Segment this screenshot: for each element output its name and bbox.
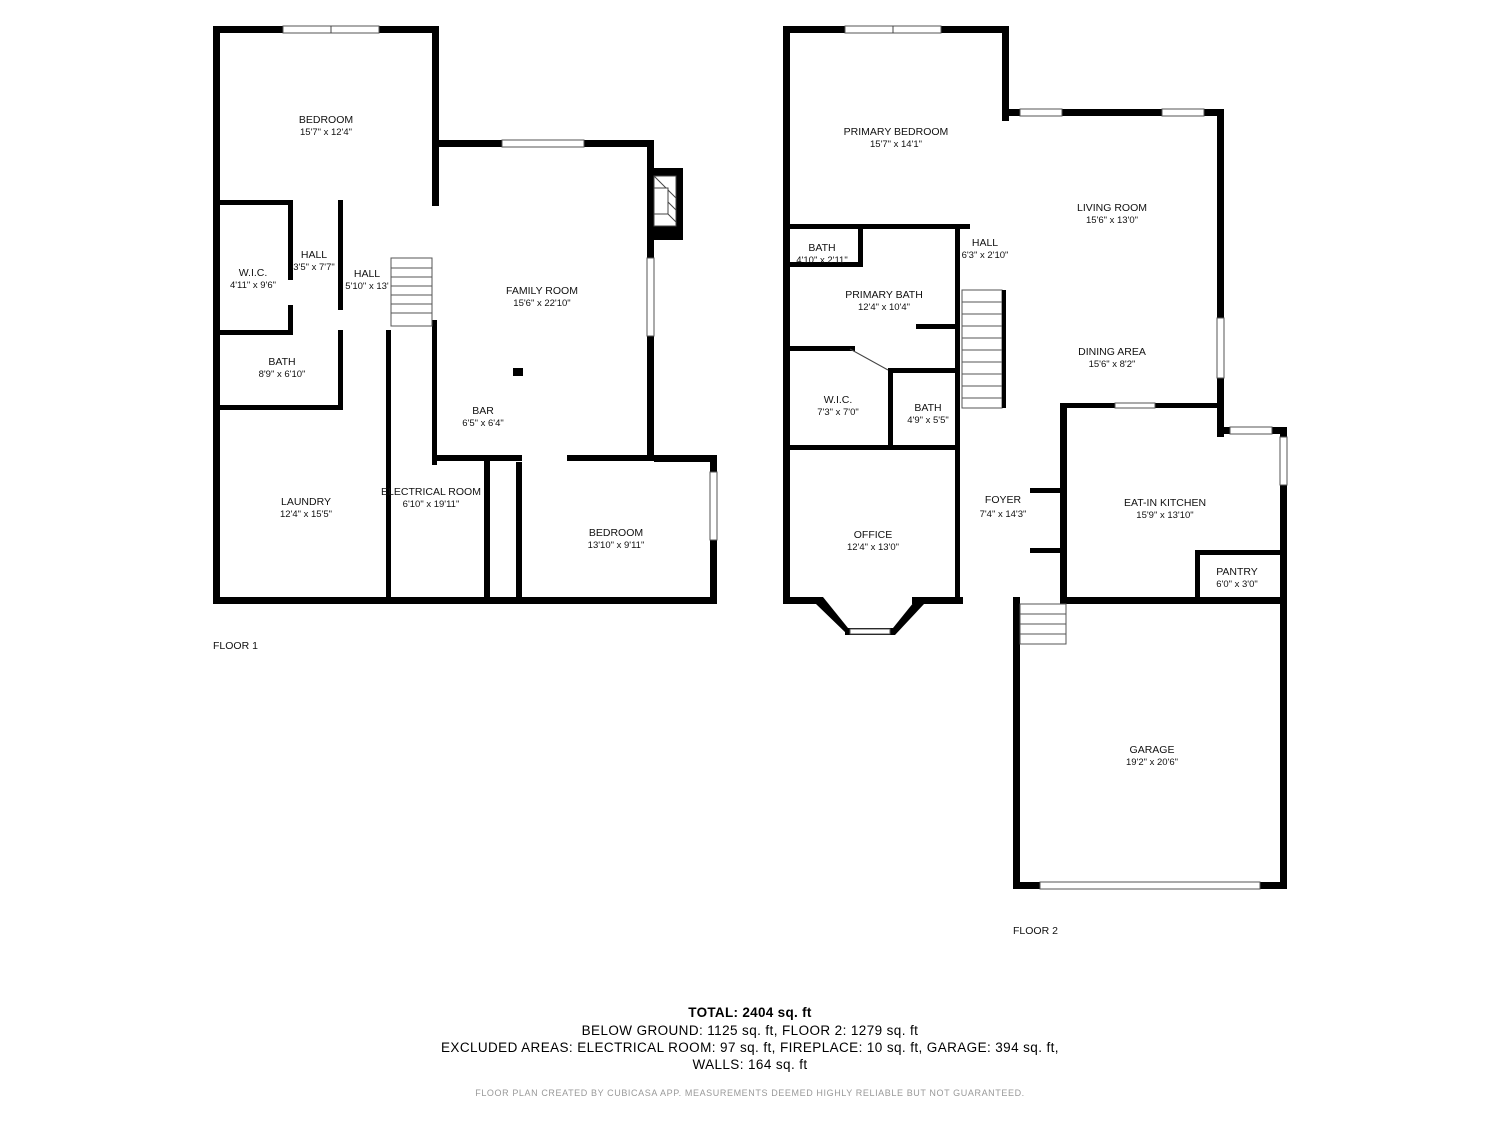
room-1-1-name: BEDROOM: [299, 114, 353, 126]
room-2-6-name: DINING AREA: [1078, 346, 1146, 358]
room-1-3-name: HALL: [301, 249, 327, 261]
room-2-12-dims: 6'0" x 3'0": [1216, 579, 1258, 590]
room-2-11-name: OFFICE: [854, 529, 893, 541]
room-1-1-dims: 15'7" x 12'4": [300, 127, 352, 138]
room-2-7-dims: 7'3" x 7'0": [817, 407, 859, 418]
floor-1-plan: BEDROOM 15'7" x 12'4" W.I.C. 4'11" x 9'6…: [213, 25, 718, 652]
room-2-3-dims: 4'10" x 2'11": [796, 255, 847, 266]
room-2-7-name: W.I.C.: [824, 394, 853, 406]
room-2-6-dims: 15'6" x 8'2": [1089, 359, 1136, 370]
total-label: TOTAL:: [688, 1005, 739, 1020]
area-breakdown-line: BELOW GROUND: 1125 sq. ft, FLOOR 2: 1279…: [581, 1023, 919, 1038]
floor-2-label: FLOOR 2: [1013, 925, 1058, 937]
room-1-6-name: BATH: [268, 356, 295, 368]
room-2-2-name: LIVING ROOM: [1077, 202, 1147, 214]
room-2-8-dims: 4'9" x 5'5": [907, 415, 949, 426]
room-2-4-name: HALL: [972, 237, 998, 249]
room-2-1-name: PRIMARY BEDROOM: [844, 126, 949, 138]
room-2-9-dims: 7'4" x 14'3": [980, 509, 1027, 520]
floor-1-label: FLOOR 1: [213, 640, 258, 652]
room-2-3-name: BATH: [808, 242, 835, 254]
room-2-11-dims: 12'4" x 13'0": [847, 542, 899, 553]
room-1-10-name: BEDROOM: [589, 527, 643, 539]
room-1-6-dims: 8'9" x 6'10": [259, 369, 306, 380]
room-1-4-name: HALL: [354, 268, 380, 280]
total-area: TOTAL: 2404 sq. ft: [0, 1005, 1500, 1020]
room-1-9-dims: 6'10" x 19'11": [403, 499, 460, 510]
room-2-2-dims: 15'6" x 13'0": [1086, 215, 1138, 226]
room-2-1-dims: 15'7" x 14'1": [870, 139, 922, 150]
room-2-5-dims: 12'4" x 10'4": [858, 302, 910, 313]
disclaimer: FLOOR PLAN CREATED BY CUBICASA APP. MEAS…: [475, 1088, 1025, 1098]
room-1-7-name: BAR: [472, 405, 494, 417]
room-2-10-dims: 15'9" x 13'10": [1136, 510, 1193, 521]
room-1-7-dims: 6'5" x 6'4": [462, 418, 504, 429]
room-1-5-dims: 15'6" x 22'10": [513, 298, 570, 309]
room-2-4-dims: 6'3" x 2'10": [962, 250, 1009, 261]
room-1-5-name: FAMILY ROOM: [506, 285, 578, 297]
walls-area-line: WALLS: 164 sq. ft: [692, 1057, 808, 1072]
room-1-9-name: ELECTRICAL ROOM: [381, 486, 481, 498]
room-2-13-name: GARAGE: [1130, 744, 1175, 756]
room-1-4-dims: 5'10" x 13': [345, 281, 389, 292]
room-2-12-name: PANTRY: [1216, 566, 1258, 578]
room-1-8-dims: 12'4" x 15'5": [280, 509, 332, 520]
room-1-8-name: LAUNDRY: [281, 496, 331, 508]
room-1-3-dims: 3'5" x 7'7": [293, 262, 335, 273]
room-2-13-dims: 19'2" x 20'6": [1126, 757, 1178, 768]
room-2-5-name: PRIMARY BATH: [845, 289, 923, 301]
room-2-8-name: BATH: [914, 402, 941, 414]
room-1-2-dims: 4'11" x 9'6": [230, 280, 276, 291]
room-2-9-name: FOYER: [985, 494, 1022, 506]
total-value: 2404 sq. ft: [742, 1005, 812, 1020]
room-1-2-name: W.I.C.: [239, 267, 268, 279]
room-2-10-name: EAT-IN KITCHEN: [1124, 497, 1206, 509]
room-1-10-dims: 13'10" x 9'11": [588, 540, 645, 551]
floor-2-plan: PRIMARY BEDROOM 15'7" x 14'1" LIVING ROO…: [783, 25, 1288, 937]
excluded-areas-line: EXCLUDED AREAS: ELECTRICAL ROOM: 97 sq. …: [441, 1040, 1059, 1055]
